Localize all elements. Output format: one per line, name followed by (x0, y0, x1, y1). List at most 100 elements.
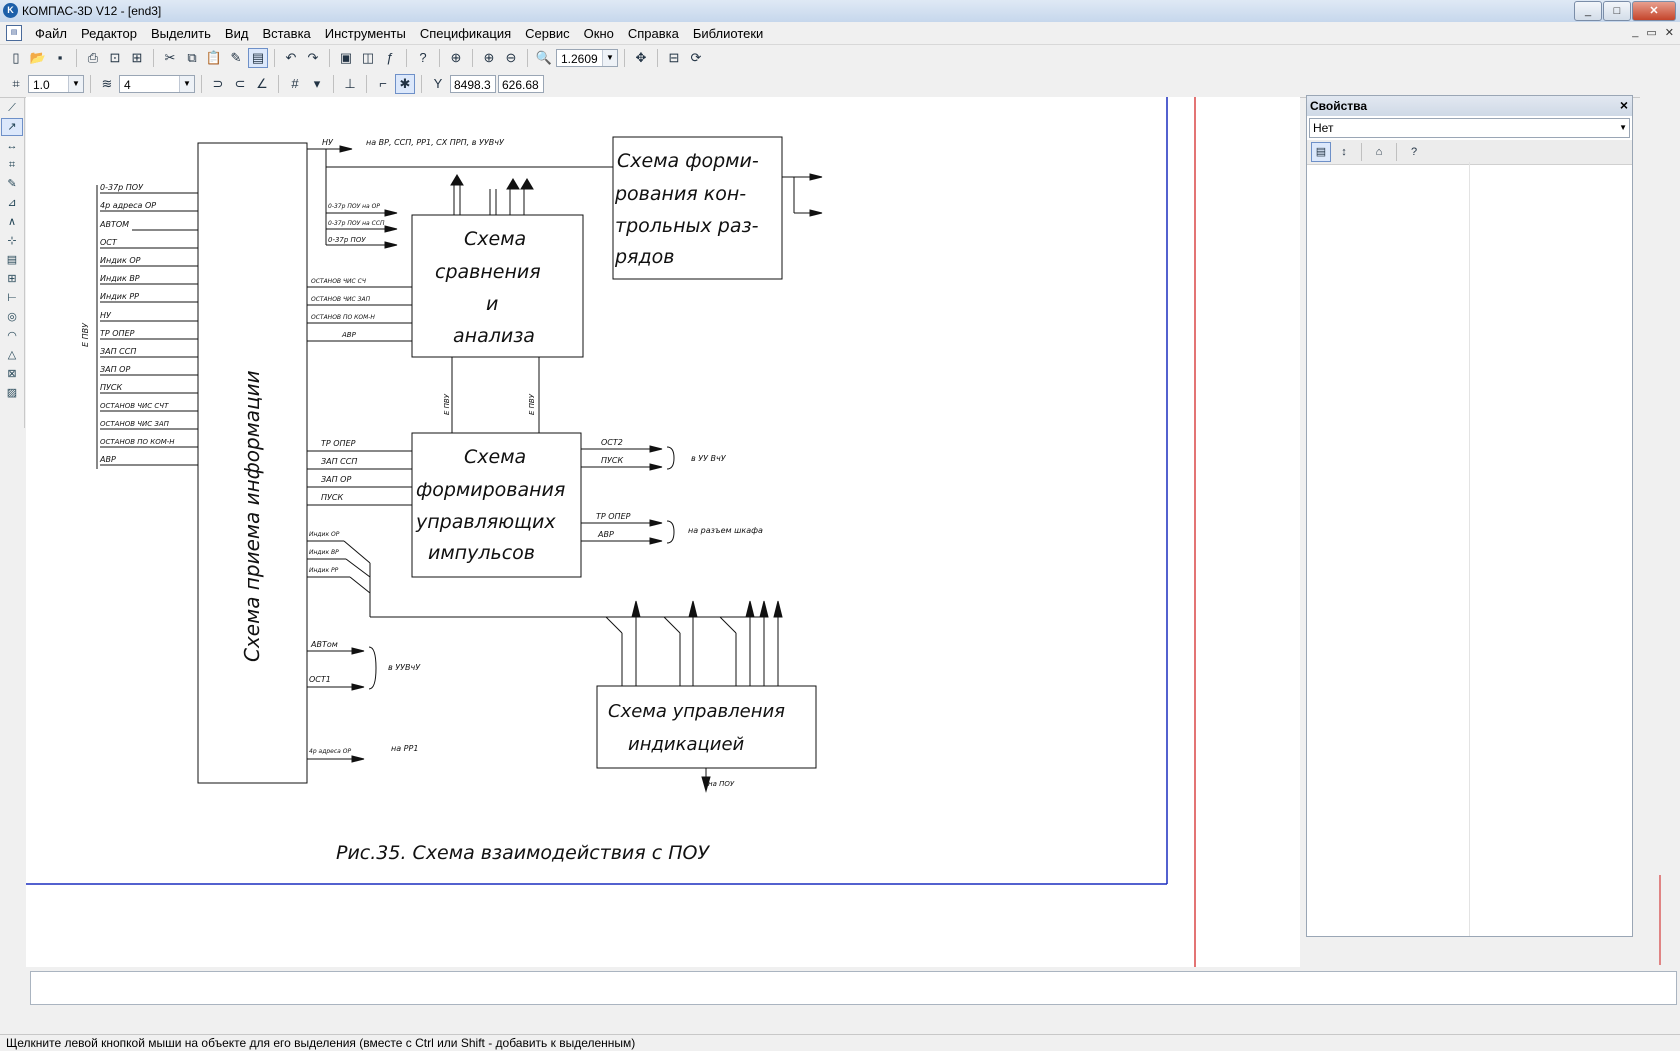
undo-icon[interactable]: ↶ (285, 50, 297, 65)
coord-y-field[interactable]: 626.68 (498, 75, 544, 93)
properties-object-select[interactable]: Нет ▼ (1309, 118, 1630, 138)
refresh-icon[interactable]: ⟳ (690, 50, 702, 65)
circle-icon[interactable]: ◎ (7, 311, 17, 323)
chevron-down-icon[interactable]: ▼ (68, 76, 83, 92)
triangle-icon[interactable]: △ (7, 349, 17, 361)
paste-icon[interactable]: 📋 (205, 50, 223, 65)
library-icon[interactable]: ◫ (361, 50, 375, 65)
variables-fx-icon[interactable]: ƒ (386, 50, 394, 65)
block-form-ctrl-bits (612, 136, 783, 280)
menu-insert[interactable]: Вставка (262, 26, 311, 41)
selection-icon[interactable]: ↗ (1, 118, 23, 136)
properties-toggle-icon[interactable]: ▤ (248, 48, 268, 68)
zoom-scale-icon[interactable]: 🔍 (535, 50, 553, 65)
copy-icon[interactable]: ⧉ (187, 50, 197, 65)
property-pages-icon[interactable]: ⌂ (1375, 146, 1383, 158)
open-folder-icon[interactable]: 📂 (29, 50, 47, 65)
frame-icon[interactable]: ⊠ (7, 368, 17, 380)
editing-icon[interactable]: ✎ (7, 178, 17, 190)
help-icon[interactable]: ? (1410, 146, 1418, 158)
drawing-canvas[interactable]: 0-37р ПОУ 4р адреса ОР АВТОМ ОСТ Индик О… (26, 97, 1300, 967)
menu-view[interactable]: Вид (224, 26, 249, 41)
menu-select[interactable]: Выделить (150, 26, 211, 41)
chevron-down-icon[interactable]: ▼ (1619, 123, 1627, 132)
show-all-icon[interactable]: ⊟ (668, 50, 680, 65)
menu-window[interactable]: Окно (583, 26, 614, 41)
context-help-icon[interactable]: ? (419, 50, 427, 65)
format-painter-icon[interactable]: ✎ (230, 50, 242, 65)
compare-input-label: 0-37р ПОУ на ССП (328, 220, 385, 227)
scale-combo[interactable]: 1.0 ▼ (28, 75, 84, 93)
document-icon[interactable]: ▤ (6, 25, 22, 41)
layers-icon[interactable]: ≋ (101, 76, 113, 91)
snaps-magnet-icon[interactable]: ⊃ (212, 76, 224, 91)
measure-icon[interactable]: ∧ (7, 216, 17, 228)
layout-icon[interactable]: ⊞ (7, 273, 17, 285)
report-icon[interactable]: ▤ (6, 254, 18, 266)
pulse-input-label: ТР ОПЕР (321, 439, 356, 448)
new-document-icon[interactable]: ▯ (12, 50, 20, 65)
maximize-button[interactable]: □ (1603, 1, 1631, 21)
mdi-close-button[interactable]: ✕ (1664, 27, 1674, 39)
indication-output-label: на ПОУ (708, 780, 735, 788)
left-signal-label: ЗАП ОР (100, 365, 130, 374)
parametrization-icon[interactable]: ⊿ (7, 197, 17, 209)
zoom-out-icon[interactable]: ⊖ (505, 50, 517, 65)
local-snap-icon[interactable]: ⊂ (234, 76, 246, 91)
minimize-button[interactable]: _ (1574, 1, 1602, 21)
toolbar-separator (90, 75, 91, 93)
designations-icon[interactable]: ⌗ (8, 159, 16, 171)
print-icon[interactable]: ⎙ (87, 50, 99, 65)
properties-grid[interactable] (1307, 162, 1632, 936)
geometry-icon[interactable]: ⟋ (8, 102, 16, 114)
chevron-down-icon[interactable]: ▼ (602, 50, 617, 66)
menu-file[interactable]: Файл (35, 26, 67, 41)
close-icon[interactable]: × (1619, 97, 1628, 113)
cut-icon[interactable]: ✂ (164, 50, 176, 65)
menu-libraries[interactable]: Библиотеки (692, 26, 764, 41)
manager-icon[interactable]: ▣ (339, 50, 353, 65)
zoom-in-icon[interactable]: ⊕ (483, 50, 495, 65)
linear-dimension-icon[interactable]: ⊢ (7, 292, 17, 304)
zoom-combo[interactable]: 1.2609 ▼ (556, 49, 618, 67)
menu-editor[interactable]: Редактор (80, 26, 137, 41)
dimensions-icon[interactable]: ↔ (6, 140, 18, 152)
coord-x-field[interactable]: 8498.3 (450, 75, 496, 93)
menu-help[interactable]: Справка (627, 26, 679, 41)
close-button[interactable]: ✕ (1632, 1, 1676, 21)
grid-icon[interactable]: # (291, 76, 299, 91)
select-tool-icon[interactable]: ⊹ (7, 235, 17, 247)
properties-column-divider[interactable] (1469, 162, 1470, 936)
mdi-restore-button[interactable]: ▭ (1646, 27, 1657, 39)
grid-dropdown-icon[interactable]: ▾ (313, 76, 321, 91)
menu-tools[interactable]: Инструменты (324, 26, 406, 41)
pan-icon[interactable]: ✥ (635, 50, 647, 65)
block-compare-label: Схема (464, 228, 526, 250)
command-line-panel[interactable] (30, 971, 1677, 1005)
redo-icon[interactable]: ↷ (307, 50, 319, 65)
save-icon[interactable]: ▪ (57, 50, 63, 65)
categorized-icon[interactable]: ▤ (1311, 142, 1331, 162)
hatch-icon[interactable]: ▨ (6, 387, 18, 399)
layer-combo[interactable]: 4 ▼ (119, 75, 195, 93)
toolbar-separator (278, 75, 279, 93)
zoom-window-icon[interactable]: ⊕ (450, 50, 462, 65)
local-cs-icon[interactable]: ⊥ (344, 76, 356, 91)
menu-service[interactable]: Сервис (525, 26, 570, 41)
view-scale-icon[interactable]: ⌗ (12, 76, 20, 91)
ortho-mode-icon[interactable]: ⌐ (379, 76, 387, 91)
cursor-snap-icon[interactable]: ✱ (395, 74, 415, 94)
sort-alphabetical-icon[interactable]: ↕ (1341, 146, 1347, 158)
layer-value: 4 (124, 78, 131, 92)
print-setup-icon[interactable]: ⊞ (131, 50, 143, 65)
parametric-mode-icon[interactable]: ∠ (256, 76, 268, 91)
kompas-app-icon[interactable]: K (3, 3, 18, 18)
mdi-minimize-button[interactable]: _ (1632, 26, 1639, 38)
menu-specification[interactable]: Спецификация (419, 26, 512, 41)
arc-icon[interactable]: ◠ (7, 330, 17, 342)
indic-signal-label: Индик РР (309, 567, 339, 574)
print-preview-icon[interactable]: ⊡ (109, 50, 121, 65)
chevron-down-icon[interactable]: ▼ (179, 76, 194, 92)
toolbar-separator (366, 75, 367, 93)
block-form-ctrl-bits-label: трольных раз- (615, 215, 759, 237)
